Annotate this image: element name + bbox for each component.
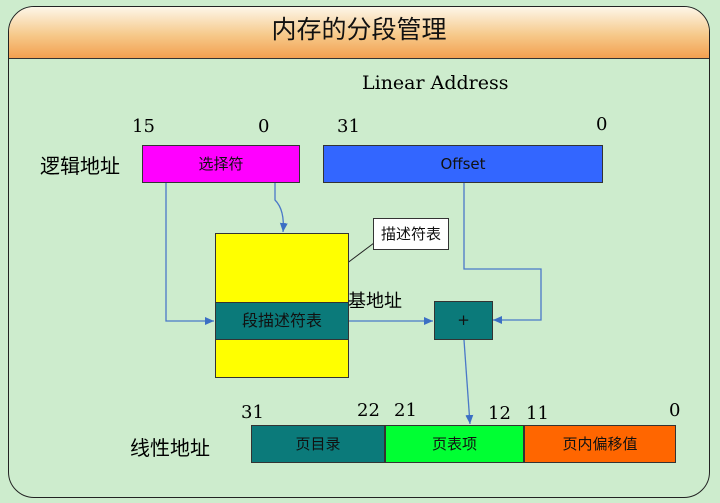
- page-directory-field: 页目录: [251, 425, 385, 463]
- page-offset-bit-high: 11: [526, 403, 549, 424]
- logical-address-label: 逻辑地址: [40, 154, 120, 178]
- arrow-adder-to-linear: [463, 339, 474, 425]
- base-address-label: 基地址: [348, 291, 402, 312]
- page-offset-bit-low: 0: [669, 400, 681, 421]
- selector-field: 选择符: [142, 145, 300, 183]
- title-bar: 内存的分段管理: [9, 7, 709, 59]
- descriptor-table-callout: 描述符表: [373, 218, 449, 250]
- arrow-offset-to-adder: [463, 183, 542, 324]
- offset-bit-high: 31: [337, 116, 360, 137]
- slide-title: 内存的分段管理: [271, 15, 447, 44]
- page-offset-field: 页内偏移值: [524, 425, 676, 463]
- segment-descriptor-entry: 段描述符表: [215, 302, 349, 340]
- offset-bit-low: 0: [596, 114, 608, 135]
- linear-address-label: 线性地址: [130, 436, 210, 460]
- arrow-selector-to-table: [274, 183, 288, 233]
- linear-address-heading: Linear Address: [362, 72, 509, 94]
- page-table-field: 页表项: [385, 425, 524, 463]
- selector-bit-high: 15: [132, 116, 155, 137]
- page-table-bit-low: 12: [488, 403, 511, 424]
- callout-line: [345, 242, 375, 265]
- page-table-bit-high: 21: [394, 400, 417, 421]
- page-directory-bit-low: 22: [357, 400, 380, 421]
- page-directory-bit-high: 31: [241, 402, 264, 423]
- slide-frame: 内存的分段管理: [8, 6, 710, 498]
- selector-bit-low: 0: [258, 116, 270, 137]
- adder-box: +: [434, 301, 493, 340]
- arrow-selector-to-descriptor: [165, 183, 214, 325]
- offset-field: Offset: [323, 145, 603, 183]
